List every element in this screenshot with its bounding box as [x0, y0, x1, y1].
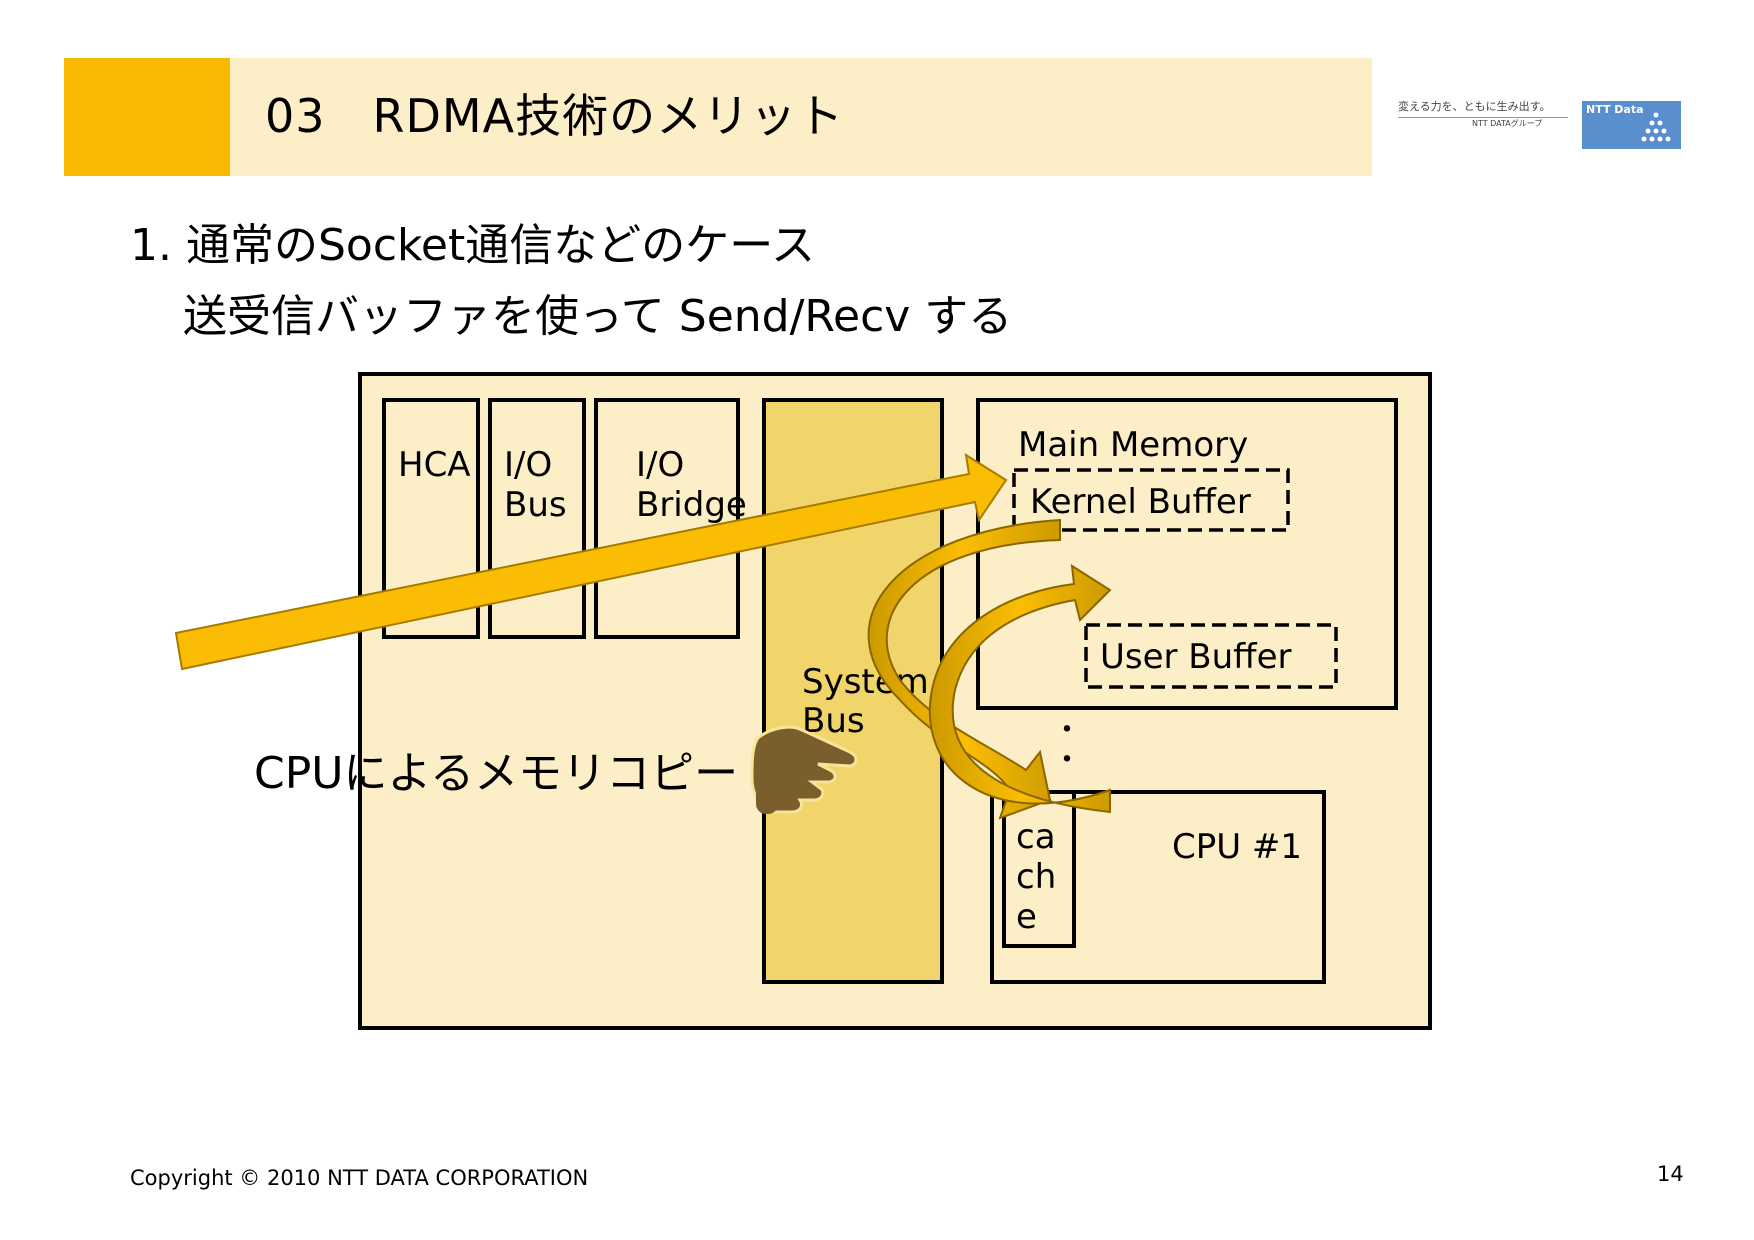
- title-bar: [230, 58, 1372, 176]
- cache-label-line1: ca: [1016, 817, 1056, 857]
- kernel-to-cpu-copy-arrow: [867, 518, 1061, 820]
- cpu-to-user-copy-arrow: [928, 564, 1112, 814]
- io-bridge-box: [594, 398, 740, 639]
- page-number: 14: [1657, 1162, 1684, 1186]
- ellipsis-dot: ・: [1052, 743, 1082, 778]
- logo-divider: [1398, 117, 1568, 118]
- cpu-label: CPU #1: [1172, 827, 1302, 867]
- pointing-hand-icon: [750, 725, 858, 814]
- kernel-buffer-label: Kernel Buffer: [1030, 482, 1251, 522]
- network-receive-arrow: [174, 452, 1008, 671]
- cpu-memory-copy-callout: CPUによるメモリコピー: [254, 748, 738, 799]
- company-logo: [1582, 101, 1681, 149]
- logo-subtext: NTT DATAグループ: [1472, 119, 1543, 128]
- hca-label: HCA: [398, 445, 471, 485]
- user-buffer-box: [1084, 623, 1338, 689]
- cache-label-line3: e: [1016, 897, 1037, 937]
- section-heading: 1. 通常のSocket通信などのケース: [130, 220, 816, 271]
- logo-tagline: 変える力を、ともに生み出す。: [1398, 100, 1551, 113]
- main-memory-label: Main Memory: [1018, 425, 1248, 465]
- io-bridge-label-line2: Bridge: [636, 485, 747, 525]
- section-subheading: 送受信バッファを使って Send/Recv する: [183, 291, 1013, 342]
- footer-copyright: Copyright © 2010 NTT DATA CORPORATION: [130, 1166, 589, 1190]
- cache-label-line2: ch: [1016, 857, 1056, 897]
- cache-box: [1002, 790, 1076, 948]
- io-bus-label-line2: Bus: [504, 485, 567, 525]
- title-accent-block: [64, 58, 230, 176]
- user-buffer-label: User Buffer: [1100, 637, 1292, 677]
- ellipsis-dot: ・: [1052, 713, 1082, 748]
- io-bus-label-line1: I/O: [504, 445, 552, 485]
- logo-brand-text: NTT Data: [1586, 103, 1644, 116]
- io-bridge-label-line1: I/O: [636, 445, 684, 485]
- logo-dots-icon: [1641, 112, 1671, 142]
- slide-title: 03 RDMA技術のメリット: [265, 89, 845, 143]
